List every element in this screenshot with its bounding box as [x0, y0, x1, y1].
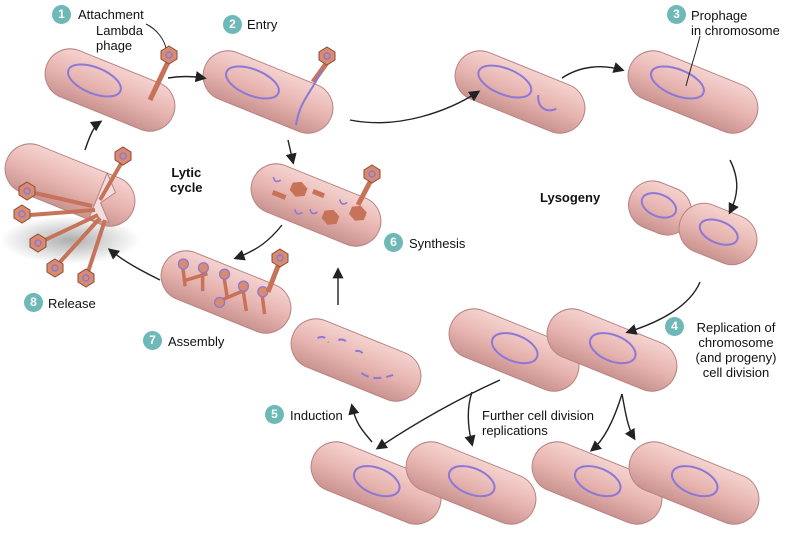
cell-attachment	[44, 48, 176, 132]
step-3-badge: 3	[667, 5, 686, 24]
cell-progeny-2	[405, 441, 537, 525]
label-replication: Replication of chromosome (and progeny) …	[695, 320, 777, 380]
step-7-badge: 7	[143, 331, 162, 350]
cell-replicated-left	[448, 308, 580, 392]
label-lambda-phage: Lambda phage	[96, 23, 143, 53]
cell-replicated-right	[546, 308, 678, 392]
label-entry: Entry	[247, 17, 278, 32]
phage-on-assembly-cell	[265, 248, 289, 293]
step-6-badge: 6	[384, 233, 403, 252]
step-2-badge: 2	[223, 15, 242, 34]
label-further-division: Further cell division replications	[482, 408, 594, 438]
label-attachment: Attachment	[78, 7, 144, 22]
phage-entering	[295, 46, 336, 126]
step-8-badge: 8	[24, 293, 43, 312]
label-lytic-cycle: Lytic cycle	[170, 165, 203, 195]
label-synthesis: Synthesis	[409, 236, 466, 251]
step-4-badge: 4	[665, 317, 684, 336]
label-prophage: Prophage in chromosome	[691, 8, 780, 38]
cell-progeny-4	[628, 441, 760, 525]
cycle-arrows	[84, 62, 739, 452]
leader-lines	[145, 23, 701, 87]
step-1-badge: 1	[52, 5, 71, 24]
label-assembly: Assembly	[168, 334, 225, 349]
cell-prophage	[627, 50, 759, 134]
phage-attaching	[147, 45, 178, 102]
cell-entry	[202, 50, 334, 134]
cell-progeny-1	[310, 441, 442, 525]
label-induction: Induction	[290, 408, 343, 423]
cell-synthesis	[250, 163, 382, 247]
label-lysogeny: Lysogeny	[540, 190, 601, 205]
cell-dividing	[628, 180, 758, 266]
step-5-badge: 5	[265, 405, 284, 424]
label-release: Release	[48, 296, 96, 311]
phage-on-synthesis-cell	[355, 164, 381, 207]
released-phages	[13, 146, 132, 288]
cell-progeny-3	[531, 441, 663, 525]
cell-induction	[290, 318, 422, 402]
cell-lysogeny-circular	[454, 50, 586, 134]
cell-assembly	[160, 250, 292, 334]
